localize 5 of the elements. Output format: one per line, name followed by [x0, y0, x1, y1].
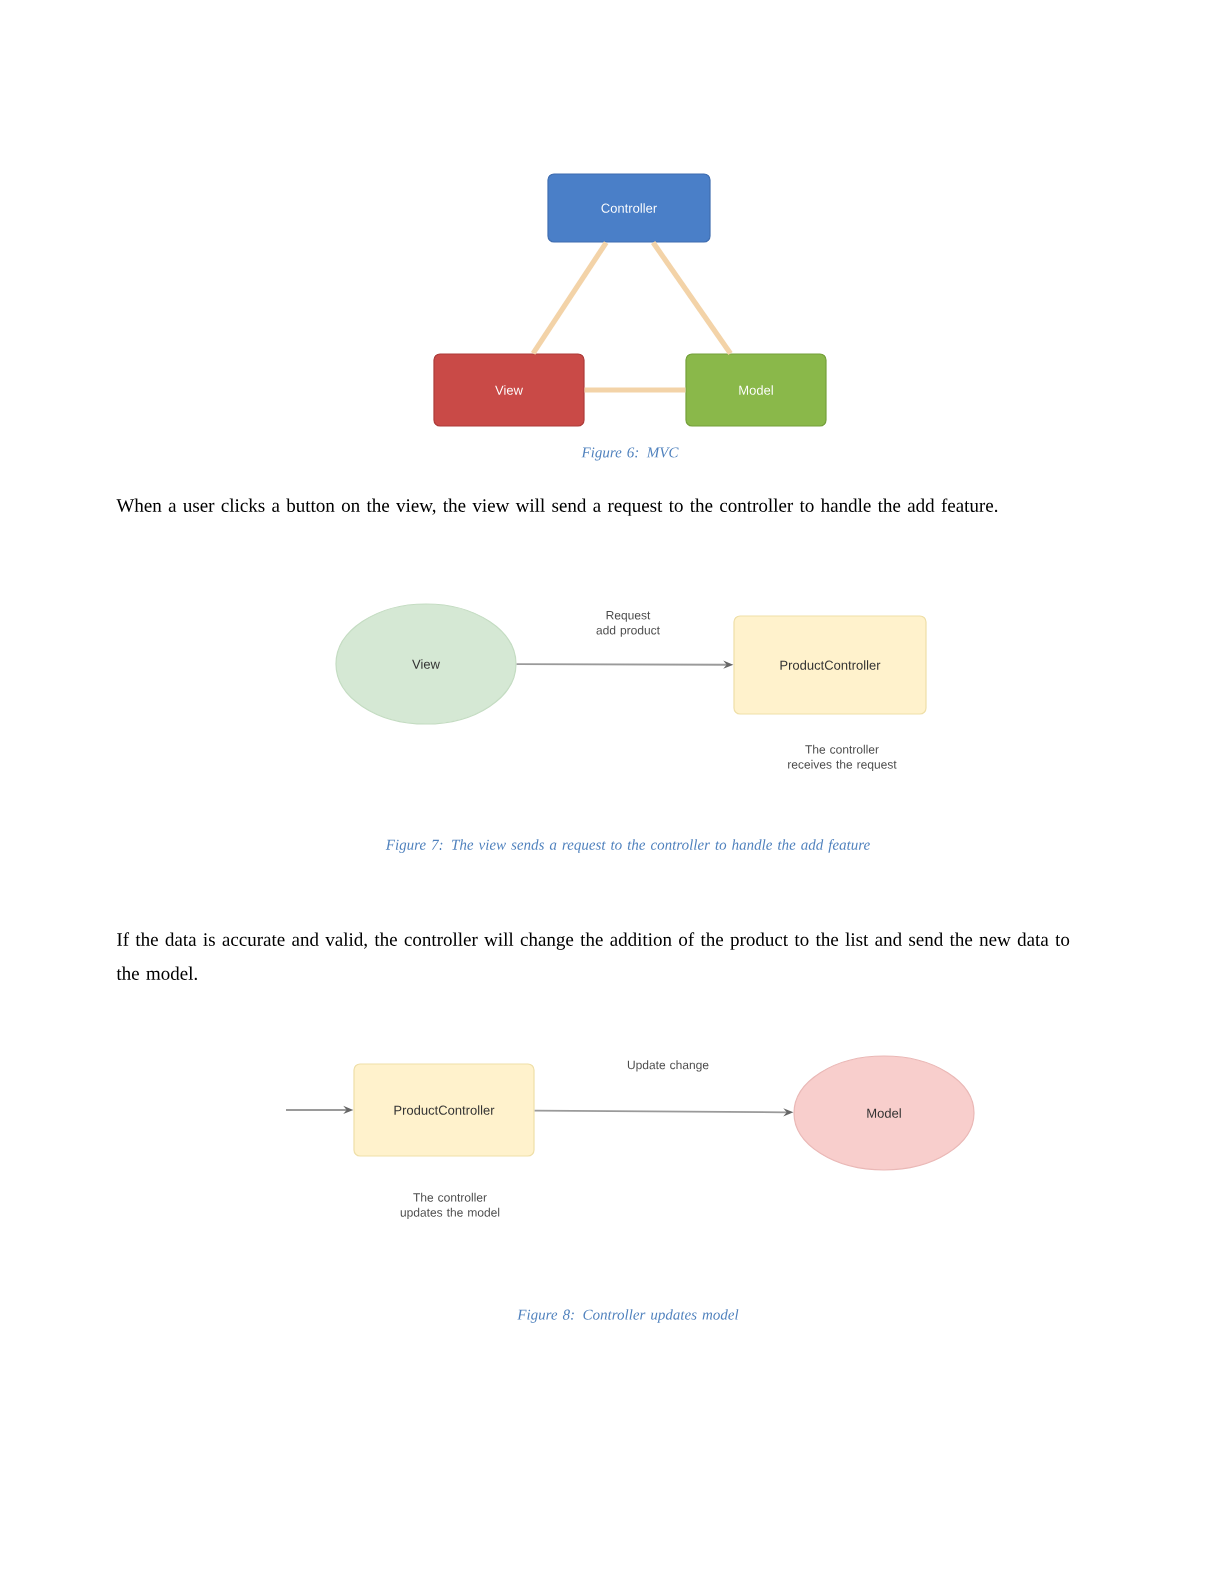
- paragraph: When a user clicks a button on the view, the view will send a request to the controller to handle the add feature.: [116, 498, 998, 516]
- connector-line: [651, 241, 733, 355]
- connector-line: [530, 241, 609, 355]
- paragraph: If the data is accurate and valid, the controller will change the addition of the product to the list and send the new data to the model.: [116, 932, 1070, 981]
- connector-line: [584, 387, 686, 393]
